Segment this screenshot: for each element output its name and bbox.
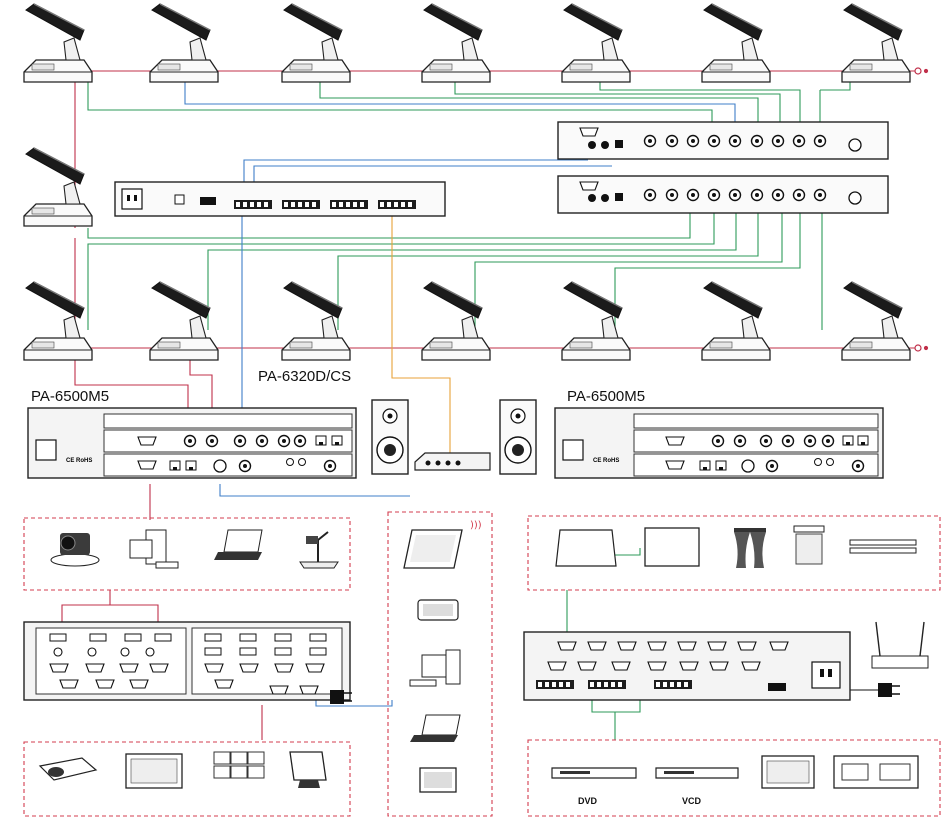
pa6320-unit — [114, 181, 446, 217]
speaker-right — [499, 399, 537, 475]
video-wall-icon — [213, 751, 265, 779]
pa6320-label: PA-6320D/CS — [258, 368, 352, 385]
dvd-player-icon — [655, 767, 739, 779]
blind-icon — [793, 525, 825, 565]
projector-icon — [38, 757, 98, 781]
screen-icon — [555, 529, 617, 567]
microphone-icon — [281, 3, 351, 83]
microphone-icon — [281, 281, 351, 361]
pc-icon — [129, 529, 179, 569]
svg-text:CE RoHS: CE RoHS — [66, 458, 92, 464]
power-plug-icon — [878, 683, 900, 697]
tablet-icon — [403, 529, 463, 569]
monitor-icon — [125, 753, 183, 789]
dvd-player-icon — [551, 767, 637, 779]
svg-text:CE RoHS: CE RoHS — [593, 458, 619, 464]
dvd-label: DVD — [578, 796, 598, 806]
router-icon — [871, 621, 929, 669]
light-bar-icon — [849, 539, 917, 554]
microphone-icon — [23, 147, 93, 227]
power-inlet-icon — [121, 188, 143, 210]
mixer-left-label: PA-6500M5 — [31, 388, 110, 405]
power-inlet-icon — [35, 439, 57, 461]
microphone-icon — [561, 3, 631, 83]
power-inlet-icon — [811, 661, 841, 689]
ptz-camera-icon — [50, 533, 100, 567]
speaker-left — [371, 399, 409, 475]
console-lower — [557, 175, 889, 214]
microphone-icon — [149, 3, 219, 83]
mixer-right-label: PA-6500M5 — [567, 388, 646, 405]
dashed-groups — [23, 511, 941, 817]
control-host — [523, 631, 851, 701]
laptop-icon — [410, 714, 461, 742]
tablet-icon — [419, 767, 457, 793]
pc-icon — [409, 649, 461, 687]
monitor-icon — [289, 751, 327, 788]
monitor-icon — [761, 755, 815, 789]
mobile-devices: ))) — [403, 520, 482, 793]
console-upper — [557, 121, 889, 160]
vcd-label: VCD — [682, 796, 702, 806]
monitor-icon — [644, 527, 700, 567]
microphone-icon — [841, 3, 911, 83]
curtain-icon — [734, 528, 766, 568]
amplifier — [414, 452, 491, 471]
wiring — [61, 70, 915, 740]
svg-text:))): ))) — [470, 520, 482, 531]
mixer-right: CE RoHS — [554, 407, 884, 479]
document-camera-icon — [299, 531, 339, 569]
laptop-icon — [214, 529, 263, 560]
room-control-outputs — [555, 525, 917, 568]
mic-row-top — [23, 3, 911, 83]
microphone-icon — [23, 3, 93, 83]
matrix-switcher — [23, 621, 351, 701]
microphone-icon — [421, 3, 491, 83]
microphone-icon — [23, 281, 93, 361]
microphone-icon — [421, 281, 491, 361]
continuation-markers — [914, 67, 929, 352]
microphone-icon — [701, 3, 771, 83]
power-plug-icon — [330, 690, 352, 704]
power-inlet-icon — [562, 439, 584, 461]
input-sources — [50, 529, 339, 569]
mixer-left: CE RoHS — [27, 407, 357, 479]
phone-icon — [417, 599, 459, 621]
tape-deck-icon — [833, 755, 919, 789]
display-outputs — [38, 751, 327, 789]
av-sources — [551, 755, 919, 789]
microphone-icon — [561, 281, 631, 361]
microphone-icon — [701, 281, 771, 361]
microphone-icon — [841, 281, 911, 361]
